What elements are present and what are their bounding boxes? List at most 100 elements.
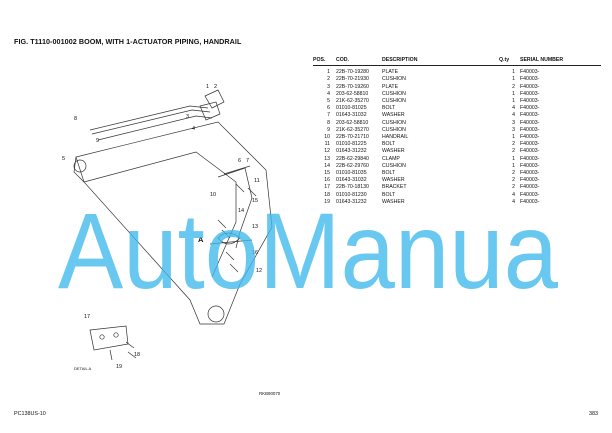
cell-pos: 14 <box>324 162 330 169</box>
cell-cod: 01010-81225 <box>336 141 367 148</box>
header-pos: POS. <box>313 57 326 63</box>
cell-cod: 01010-81035 <box>336 170 367 177</box>
cell-description: BOLT <box>382 141 396 148</box>
footer-model: PC138US-10 <box>14 411 46 417</box>
header-serial: SERIAL NUMBER <box>520 57 564 63</box>
callout-9: 9 <box>96 138 99 144</box>
cell-pos: 10 <box>324 134 330 141</box>
table-row: 11 01010-81225 BOLT 2 F40003- <box>313 141 601 148</box>
cell-cod: 21K-62-35270 <box>336 98 369 105</box>
cell-qty: 1 <box>512 134 515 141</box>
cell-description: CUSHION <box>382 90 406 97</box>
cell-pos: 2 <box>327 76 330 83</box>
cell-pos: 5 <box>327 98 330 105</box>
exploded-parts-diagram: 8 9 5 1 2 3 4 6 7 10 11 12 13 14 15 16 1… <box>62 84 273 371</box>
cell-description: BRACKET <box>382 184 407 191</box>
header-cod: COD. <box>336 57 349 63</box>
cell-qty: 1 <box>512 76 515 83</box>
cell-description: WASHER <box>382 198 405 205</box>
cell-pos: 4 <box>327 90 330 97</box>
footer-page-number: 383 <box>589 411 598 417</box>
cell-pos: 1 <box>327 69 330 76</box>
callout-13: 13 <box>252 224 258 230</box>
cell-qty: 1 <box>512 69 515 76</box>
cell-serial: F40003- <box>520 76 540 83</box>
cell-qty: 2 <box>512 170 515 177</box>
cell-pos: 9 <box>327 126 330 133</box>
cell-qty: 1 <box>512 162 515 169</box>
cell-pos: 16 <box>324 177 330 184</box>
cell-pos: 12 <box>324 148 330 155</box>
detail-bracket <box>89 325 129 351</box>
cell-serial: F40003- <box>520 105 540 112</box>
cell-cod: 22B-70-19260 <box>336 83 369 90</box>
cell-qty: 2 <box>512 83 515 90</box>
page-title: FIG. T1110-001002 BOOM, WITH 1-ACTUATOR … <box>14 37 242 46</box>
cell-qty: 4 <box>512 191 515 198</box>
cell-serial: F40003- <box>520 148 540 155</box>
cell-qty: 4 <box>512 112 515 119</box>
cell-qty: 3 <box>512 126 515 133</box>
plate-top <box>204 89 225 109</box>
boom-outline <box>75 121 273 325</box>
cell-cod: 01643-31232 <box>336 198 367 205</box>
cell-cod: 01643-31032 <box>336 177 367 184</box>
callout-12: 12 <box>256 268 262 274</box>
cell-serial: F40003- <box>520 69 540 76</box>
cell-description: BOLT <box>382 191 396 198</box>
pipe-block <box>199 101 221 121</box>
cell-serial: F40003- <box>520 141 540 148</box>
cell-qty: 2 <box>512 148 515 155</box>
cell-description: BOLT <box>382 170 396 177</box>
callout-19: 19 <box>116 364 122 370</box>
detail-a-label: DETAIL A <box>74 366 91 371</box>
cell-qty: 2 <box>512 141 515 148</box>
cell-cod: 22B-70-18130 <box>336 184 369 191</box>
cell-pos: 3 <box>327 83 330 90</box>
cell-pos: 11 <box>324 141 330 148</box>
diagram-code: RKB90070 <box>259 391 281 396</box>
table-header: POS. COD. DESCRIPTION Q.ty SERIAL NUMBER <box>313 57 601 67</box>
header-description: DESCRIPTION <box>382 57 418 63</box>
callout-17: 17 <box>84 314 90 320</box>
cell-serial: F40003- <box>520 90 540 97</box>
handrail <box>217 167 253 249</box>
cell-cod: 01643-31032 <box>336 112 367 119</box>
cell-serial: F40003- <box>520 119 540 126</box>
cell-qty: 2 <box>512 177 515 184</box>
cell-serial: F40003- <box>520 198 540 205</box>
cell-qty: 4 <box>512 198 515 205</box>
callout-1: 1 <box>206 84 209 90</box>
cell-pos: 15 <box>324 170 330 177</box>
pipe-upper <box>89 105 209 131</box>
cell-description: WASHER <box>382 177 405 184</box>
callout-5: 5 <box>62 156 65 162</box>
cell-cod: 01643-31232 <box>336 148 367 155</box>
cell-serial: F40003- <box>520 134 540 141</box>
cell-pos: 19 <box>324 198 330 205</box>
cell-qty: 4 <box>512 105 515 112</box>
boom-tip-pin <box>207 305 225 323</box>
cell-serial: F40003- <box>520 191 540 198</box>
table-row: 19 01643-31232 WASHER 4 F40003- <box>313 199 601 206</box>
cell-qty: 3 <box>512 119 515 126</box>
table-row: 8 203-62-58810 CUSHION 3 F40003- <box>313 120 601 127</box>
cell-cod: 22B-70-21930 <box>336 76 369 83</box>
cell-pos: 8 <box>327 119 330 126</box>
cell-description: CUSHION <box>382 119 406 126</box>
cell-serial: F40003- <box>520 112 540 119</box>
callout-6: 6 <box>238 158 241 164</box>
cell-serial: F40003- <box>520 98 540 105</box>
cell-serial: F40003- <box>520 184 540 191</box>
cell-description: PLATE <box>382 83 399 90</box>
cell-pos: 6 <box>327 105 330 112</box>
cell-cod: 01010-81230 <box>336 191 367 198</box>
cell-cod: 203-62-58810 <box>336 119 369 126</box>
cell-serial: F40003- <box>520 83 540 90</box>
